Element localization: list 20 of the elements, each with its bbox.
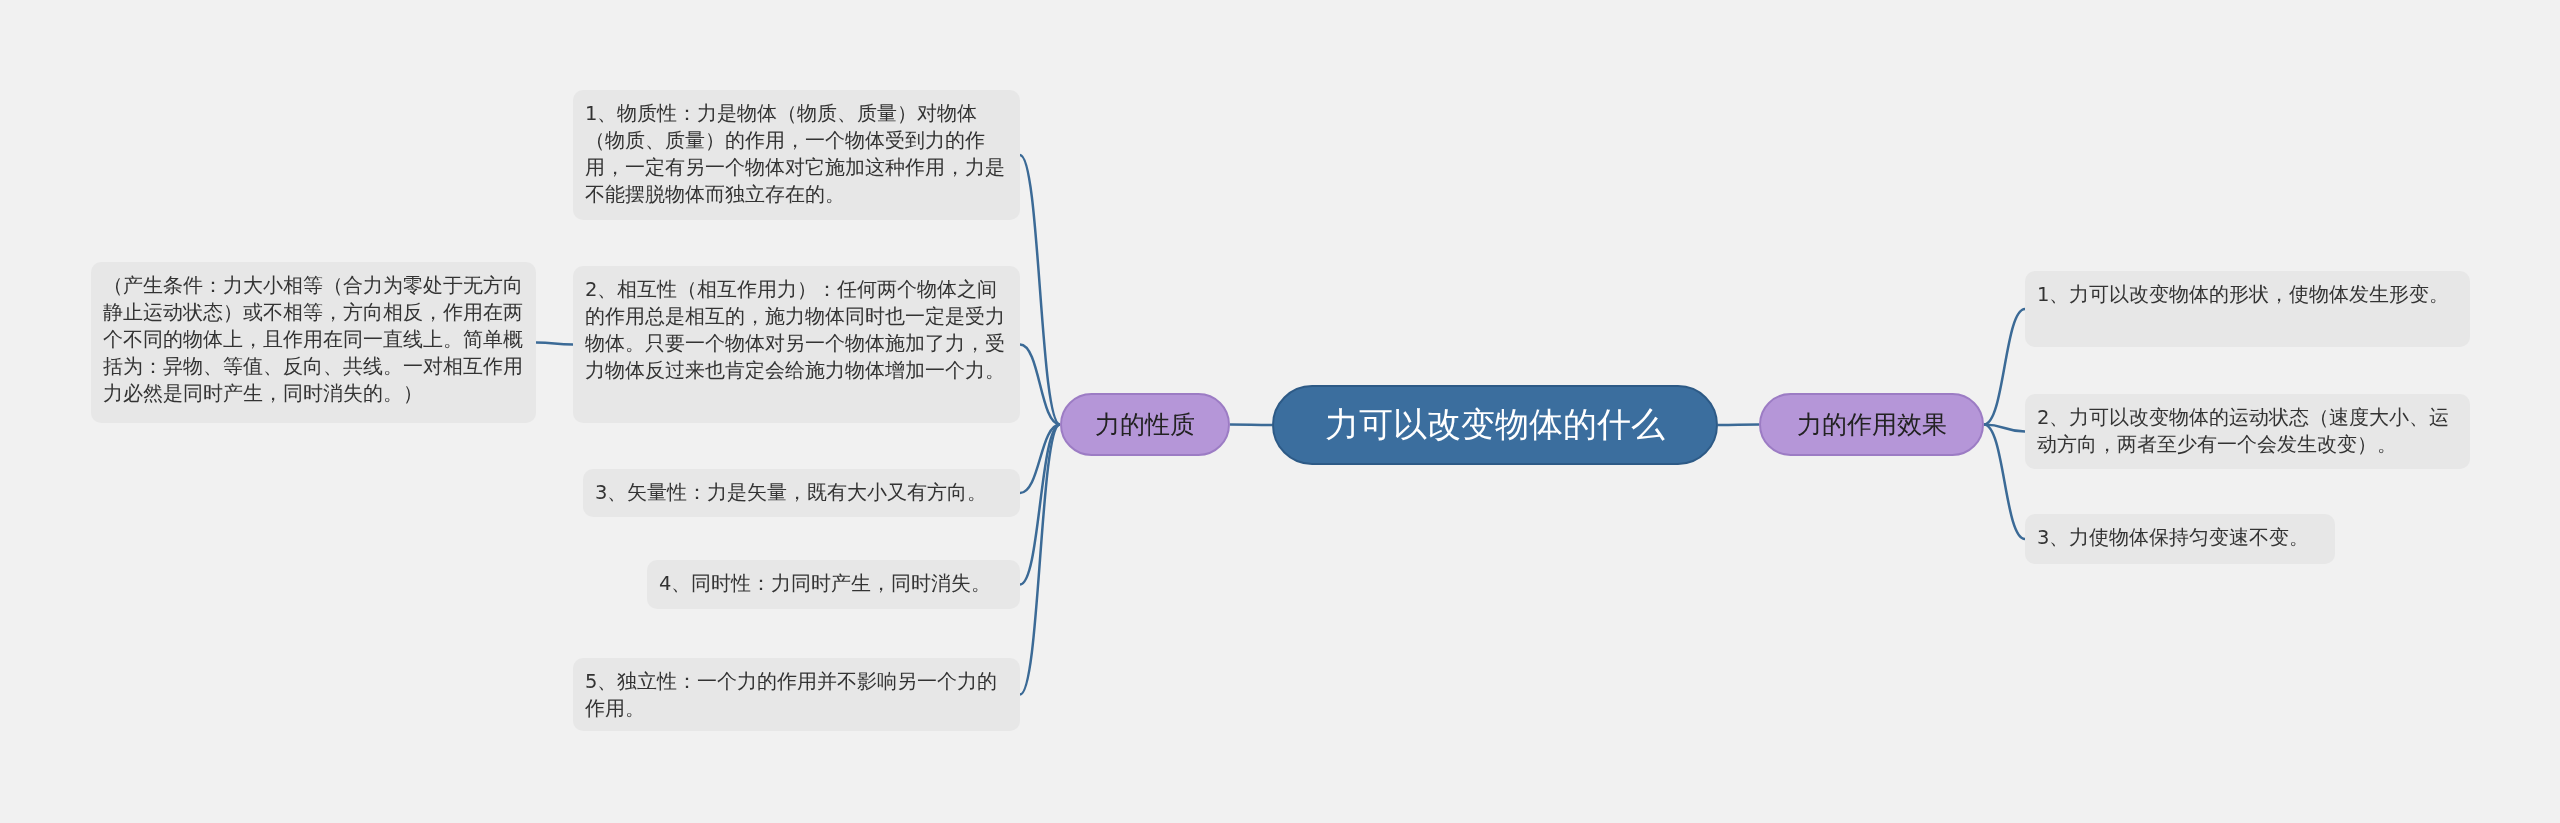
topic-box: 1、物质性：力是物体（物质、质量）对物体（物质、质量）的作用，一个物体受到力的作用，一定有另一个物体对它施加这种作用，力是不能摆脱物体而独立存在的。	[573, 90, 1020, 220]
topic-box: 5、独立性：一个力的作用并不影响另一个力的作用。	[573, 658, 1020, 731]
topic-box: 2、力可以改变物体的运动状态（速度大小、运动方向，两者至少有一个会发生改变）。	[2025, 394, 2470, 469]
branch-topic: 力的性质	[1060, 393, 1230, 456]
branch-topic: 力的作用效果	[1759, 393, 1984, 456]
topic-box: （产生条件：力大小相等（合力为零处于无方向静止运动状态）或不相等，方向相反，作用在两个不同的物体上，且作用在同一直线上。简单概括为：异物、等值、反向、共线。一对相互作用力必然是同时产生，同时消失的。）	[91, 262, 536, 423]
topic-box: 4、同时性：力同时产生，同时消失。	[647, 560, 1020, 609]
connector-line	[1019, 154, 1061, 426]
connector-line	[1983, 307, 2026, 426]
connector-line	[1718, 423, 1759, 427]
topic-box: 3、矢量性：力是矢量，既有大小又有方向。	[583, 469, 1020, 517]
connector-line	[1983, 423, 2026, 541]
connector-line	[1230, 423, 1272, 427]
connector-line	[1019, 423, 1061, 586]
topic-box: 3、力使物体保持匀变速不变。	[2025, 514, 2335, 564]
topic-box: 1、力可以改变物体的形状，使物体发生形变。	[2025, 271, 2470, 347]
connector-line	[1019, 423, 1061, 696]
topic-box: 2、相互性（相互作用力）：任何两个物体之间的作用总是相互的，施力物体同时也一定是受力物体。只要一个物体对另一个物体施加了力，受力物体反过来也肯定会给施力物体增加一个力。	[573, 266, 1020, 423]
connector-line	[536, 341, 573, 346]
central-topic: 力可以改变物体的什么	[1272, 385, 1718, 465]
